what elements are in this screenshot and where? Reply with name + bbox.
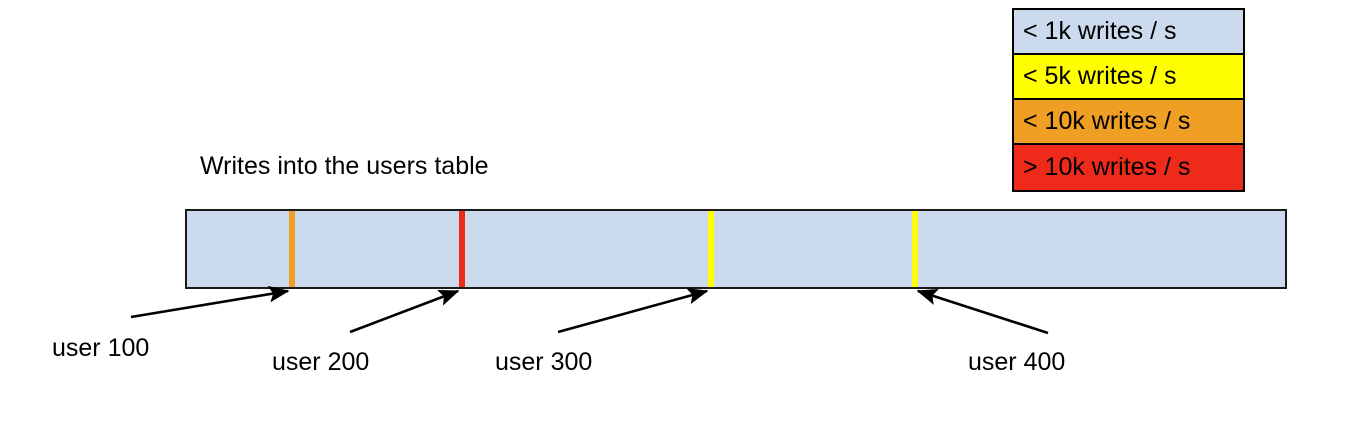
users-table-band xyxy=(185,209,1287,289)
label-user-200: user 200 xyxy=(272,348,370,376)
legend-item-lt-5k: < 5k writes / s xyxy=(1014,55,1243,100)
stripe-user-300 xyxy=(708,211,714,287)
stripe-user-100 xyxy=(289,211,295,287)
legend-item-label: < 5k writes / s xyxy=(1023,62,1177,90)
page-title: Writes into the users table xyxy=(200,152,489,180)
legend-item-label: > 10k writes / s xyxy=(1023,153,1191,181)
legend-item-label: < 10k writes / s xyxy=(1023,107,1191,135)
arrow-user-400 xyxy=(916,288,1049,335)
legend-item-lt-1k: < 1k writes / s xyxy=(1014,10,1243,55)
legend: < 1k writes / s < 5k writes / s < 10k wr… xyxy=(1012,8,1245,192)
legend-item-gt-10k: > 10k writes / s xyxy=(1014,145,1243,190)
arrow-user-200 xyxy=(349,289,460,334)
arrow-user-100 xyxy=(130,285,290,319)
label-user-400: user 400 xyxy=(968,348,1066,376)
label-user-100: user 100 xyxy=(52,334,150,362)
stripe-user-200 xyxy=(459,211,465,287)
legend-item-label: < 1k writes / s xyxy=(1023,17,1177,45)
arrow-user-300 xyxy=(557,288,709,334)
band-fill xyxy=(187,211,1285,287)
label-user-300: user 300 xyxy=(495,348,593,376)
stripe-user-400 xyxy=(912,211,918,287)
legend-item-lt-10k: < 10k writes / s xyxy=(1014,100,1243,145)
